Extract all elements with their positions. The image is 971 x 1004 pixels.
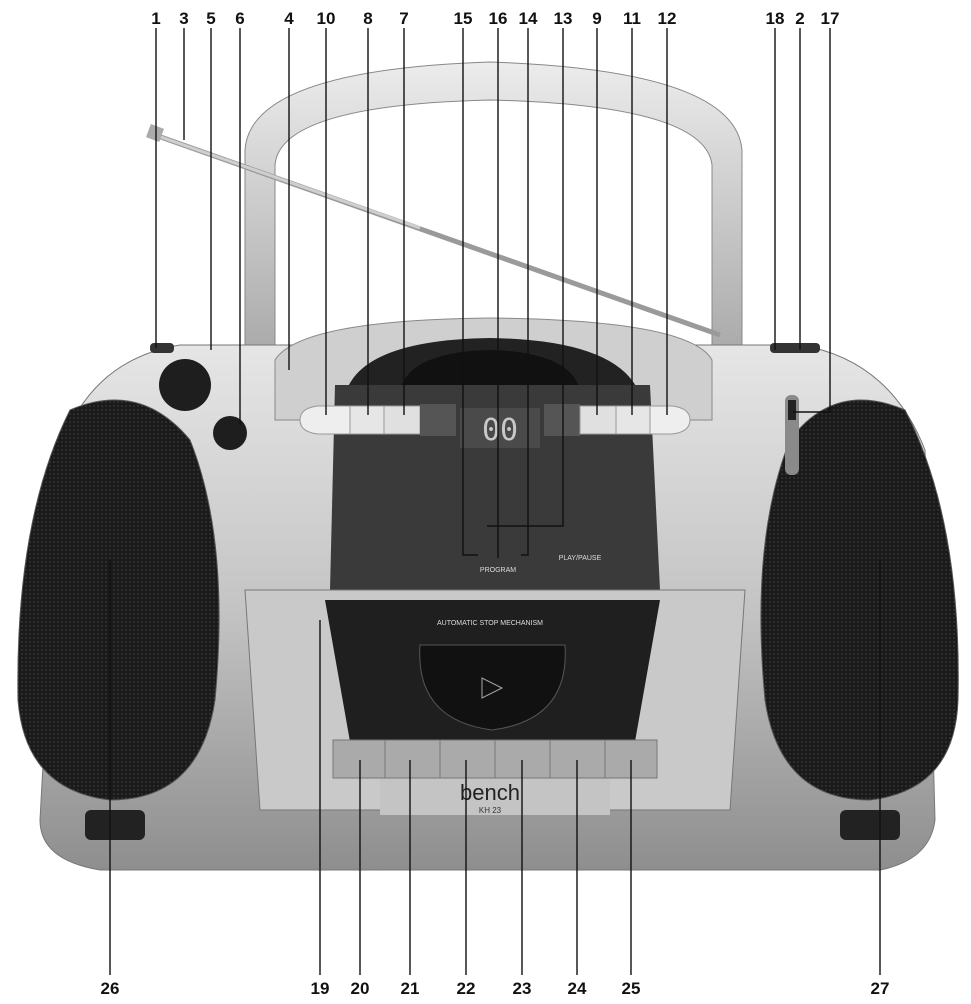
callout: 9 bbox=[592, 9, 601, 28]
callout: 23 bbox=[513, 979, 532, 998]
leader-lines bbox=[109, 28, 881, 975]
callout: 18 bbox=[766, 9, 785, 28]
left-speaker bbox=[17, 399, 220, 801]
callout: 14 bbox=[519, 9, 538, 28]
callout: 21 bbox=[401, 979, 420, 998]
callouts-bottom: 26 19 20 21 22 23 24 25 27 bbox=[101, 979, 890, 998]
carry-handle[interactable] bbox=[244, 61, 743, 361]
lcd-display bbox=[460, 408, 540, 448]
callout: 25 bbox=[622, 979, 641, 998]
bass-knob[interactable] bbox=[213, 416, 247, 450]
callout: 7 bbox=[399, 9, 408, 28]
callout: 10 bbox=[317, 9, 336, 28]
cd-buttons-left[interactable] bbox=[299, 404, 456, 436]
callout: 6 bbox=[235, 9, 244, 28]
callout: 15 bbox=[454, 9, 473, 28]
callout: 17 bbox=[821, 9, 840, 28]
callout: 1 bbox=[151, 9, 160, 28]
callout: 26 bbox=[101, 979, 120, 998]
brand-logo: bench bbox=[460, 780, 520, 805]
callout: 22 bbox=[457, 979, 476, 998]
cd-buttons-right[interactable] bbox=[544, 404, 691, 436]
cassette-label: AUTOMATIC STOP MECHANISM bbox=[437, 620, 543, 627]
play-pause-label: PLAY/PAUSE bbox=[559, 555, 602, 562]
callout: 2 bbox=[795, 9, 804, 28]
callout: 19 bbox=[311, 979, 330, 998]
callout: 27 bbox=[871, 979, 890, 998]
display-readout: 00 bbox=[482, 413, 518, 448]
callout: 11 bbox=[623, 9, 641, 28]
volume-knob[interactable] bbox=[159, 359, 211, 411]
callout: 24 bbox=[568, 979, 587, 998]
callout: 20 bbox=[351, 979, 370, 998]
callouts-top: 1 3 5 6 4 10 8 7 15 16 14 13 9 11 12 18 … bbox=[151, 9, 839, 28]
callout: 16 bbox=[489, 9, 508, 28]
cassette-buttons[interactable] bbox=[332, 739, 658, 779]
callout: 13 bbox=[554, 9, 573, 28]
callout: 3 bbox=[179, 9, 188, 28]
program-label: PROGRAM bbox=[480, 567, 516, 574]
callout: 8 bbox=[363, 9, 372, 28]
callout: 12 bbox=[658, 9, 677, 28]
callout: 5 bbox=[206, 9, 215, 28]
callout: 4 bbox=[284, 9, 294, 28]
model-label: KH 23 bbox=[479, 806, 502, 815]
